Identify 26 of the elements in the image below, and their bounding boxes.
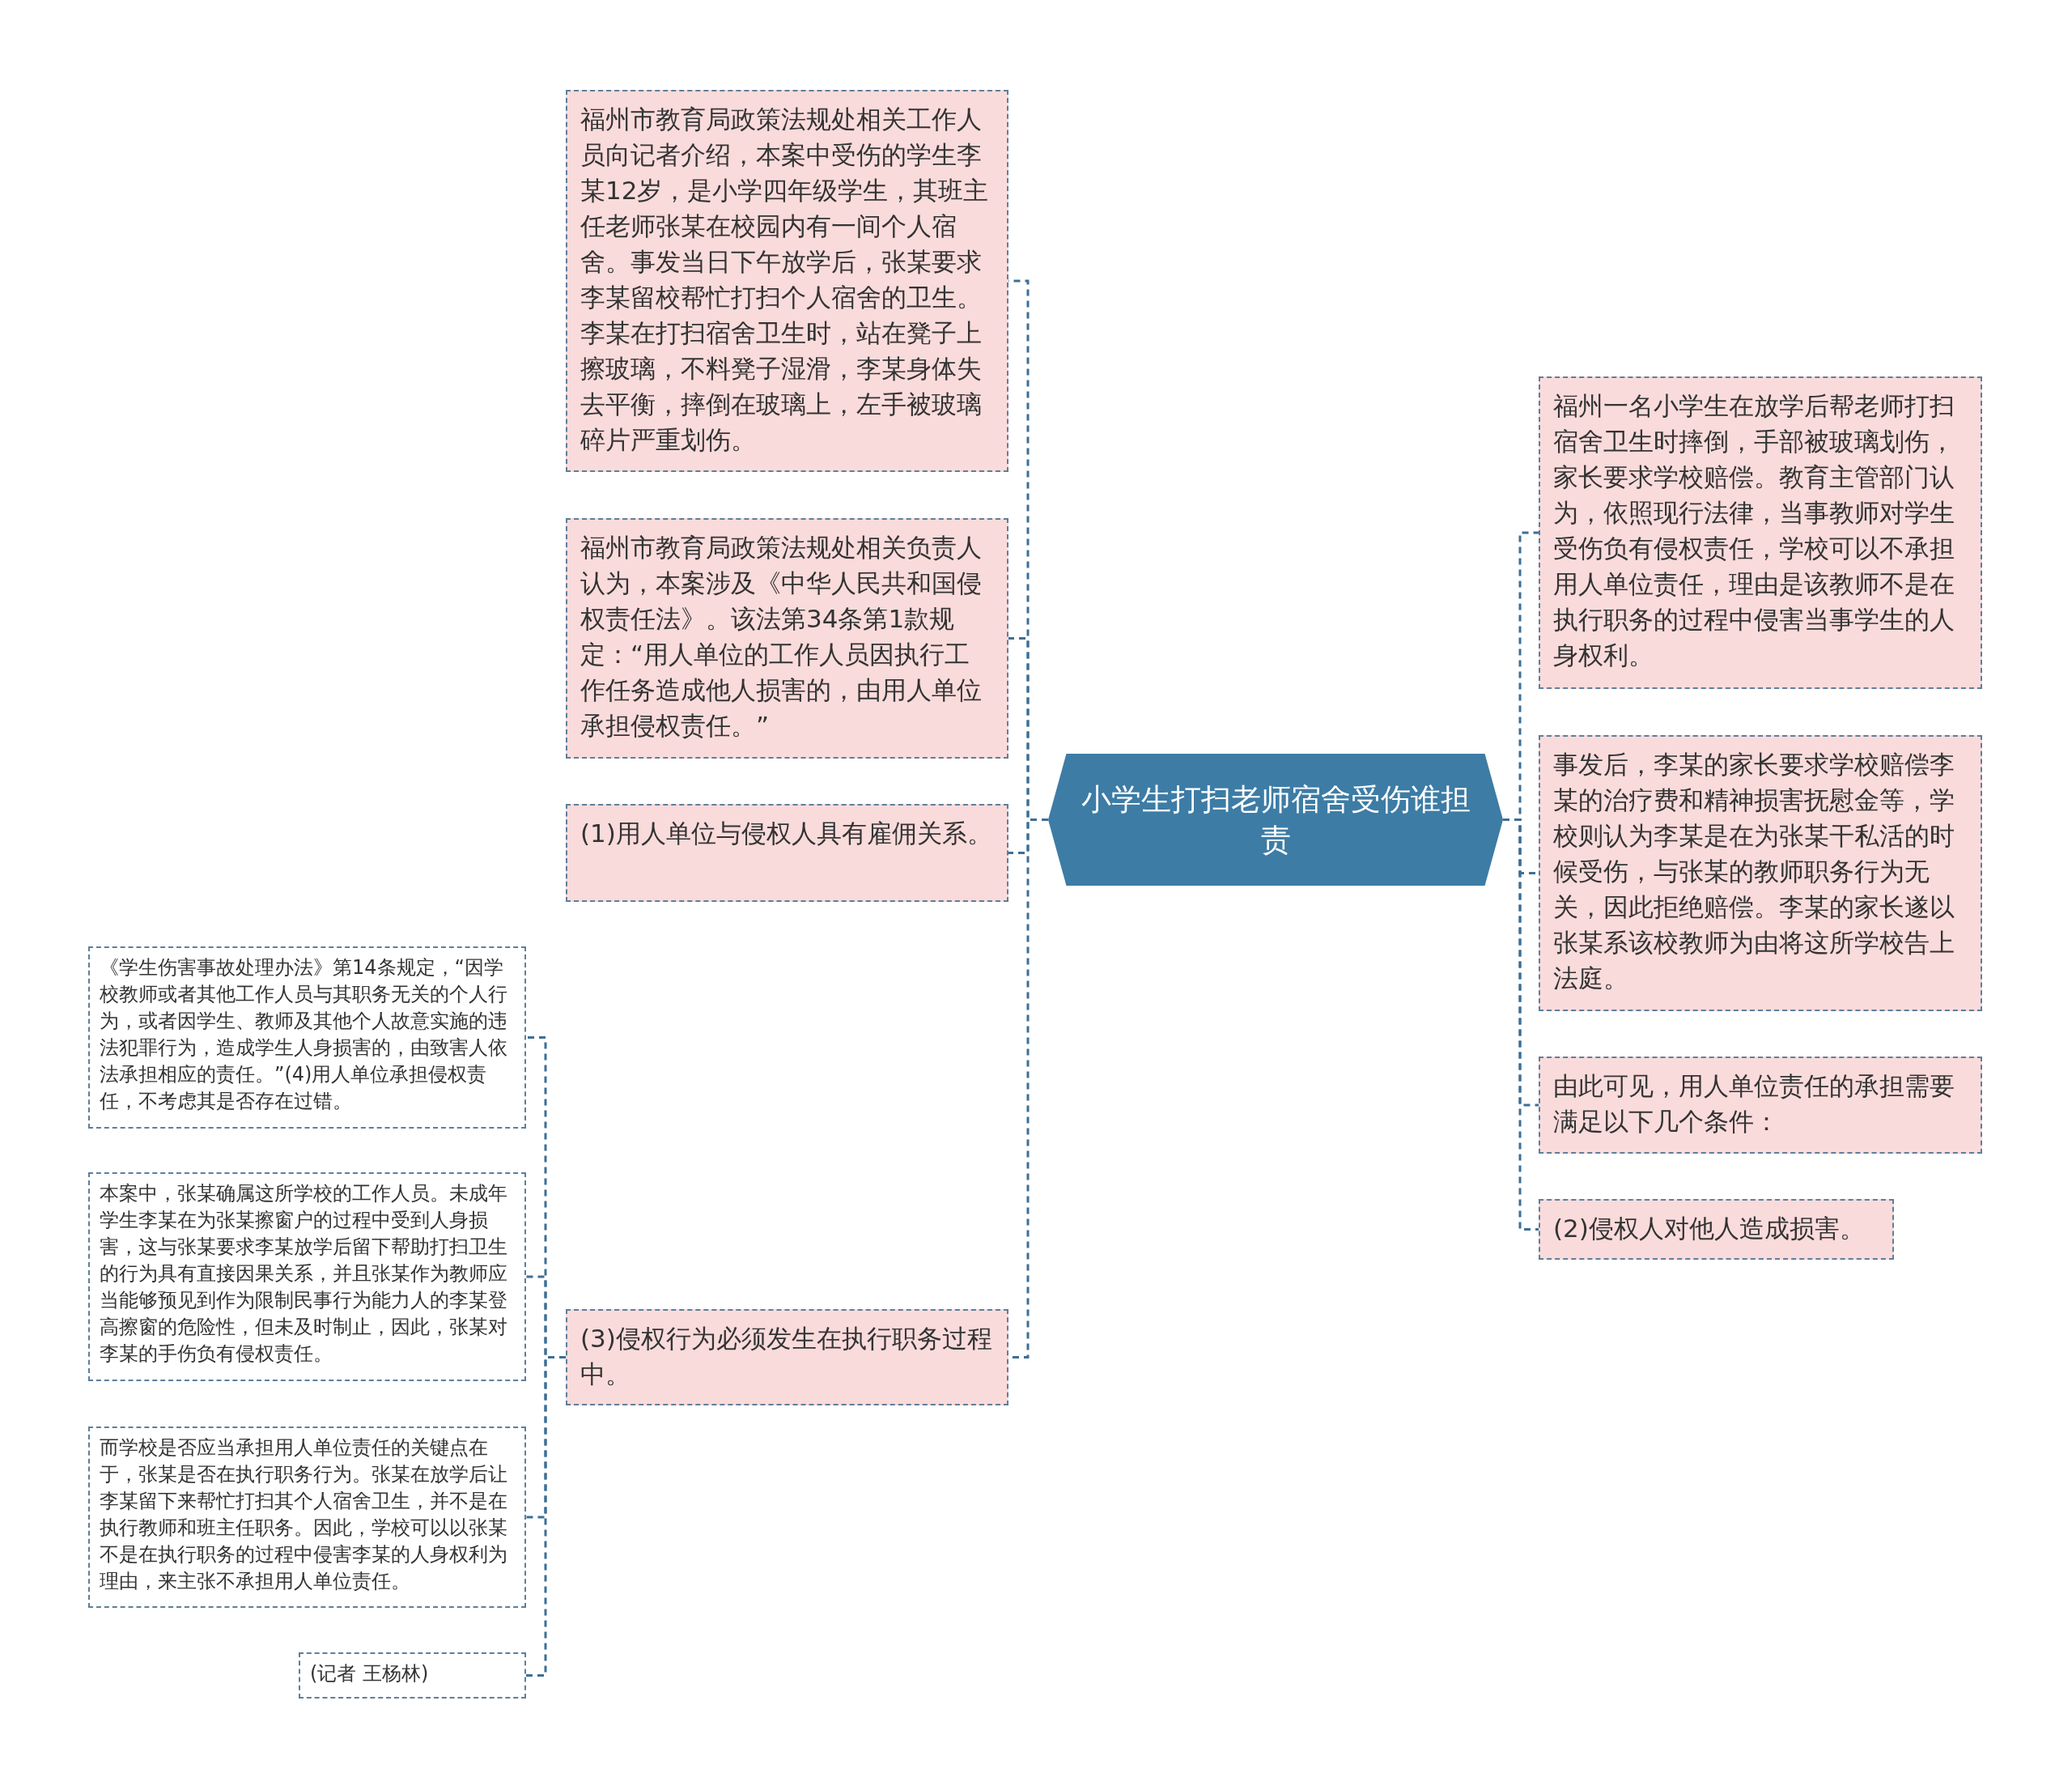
note-text: (3)侵权行为必须发生在执行职务过程中。: [580, 1323, 993, 1390]
note-text: 由此可见，用人单位责任的承担需要满足以下几个条件：: [1553, 1070, 1955, 1137]
note-box: [1539, 376, 1982, 689]
note-box: [1539, 735, 1982, 1011]
note-box: [88, 1172, 526, 1381]
note-box: [1539, 1199, 1894, 1260]
topic-text: 小学生打扫老师宿舍受伤谁担责: [1080, 780, 1471, 859]
note-box: [566, 518, 1008, 759]
topic-hexagon: [1048, 754, 1503, 886]
note-box: [566, 804, 1008, 902]
connector: [526, 1356, 566, 1677]
note-text: (2)侵权人对他人造成损害。: [1553, 1213, 1866, 1244]
note-box: [88, 946, 526, 1129]
note-text: 福州市教育局政策法规处相关工作人员向记者介绍，本案中受伤的学生李某12岁，是小学四年级学生，其班主任老师张某在校园内有一间个人宿舍。事发当日下午放学后，张某要求李某留校帮忙打扫个人宿舍的卫生。李某在打扫宿舍卫生时，站在凳子上擦玻璃，不料凳子湿滑，李某身体失去平衡，摔倒在玻璃上，左手被玻璃碎片严重划伤。: [580, 104, 990, 456]
note-box: [88, 1426, 526, 1608]
note-text: 福州市教育局政策法规处相关负责人认为，本案涉及《中华人民共和国侵权责任法》。该法第34条第1款规定：“用人单位的工作人员因执行工作任务造成他人损害的，由用人单位承担侵权责任。”: [580, 532, 983, 742]
note-text: 而学校是否应当承担用人单位责任的关键点在于，张某是否在执行职务行为。张某在放学后让李某留下来帮忙打扫其个人宿舍卫生，并不是在执行教师和班主任职务。因此，学校可以以张某不是在执行职务的过程中侵害李某的人身权利为理由，来主张不承担用人单位责任。: [100, 1435, 508, 1594]
note-box: [1539, 1057, 1982, 1154]
note-text: (记者 王杨林): [310, 1661, 430, 1686]
note-box: [566, 1309, 1008, 1405]
note-text: 《学生伤害事故处理办法》第14条规定，“因学校教师或者其他工作人员与其职务无关的个人行为，或者因学生、教师及其他个人故意实施的违法犯罪行为，造成学生人身损害的，由致害人依法承担相应的责任。”(4)用人单位承担侵权责任，不考虑其是否存在过错。: [100, 955, 508, 1114]
note-text: (1)用人单位与侵权人具有雇佣关系。: [580, 818, 993, 849]
note-text: 本案中，张某确属这所学校的工作人员。未成年学生李某在为张某擦窗户的过程中受到人身损害，这与张某要求李某放学后留下帮助打扫卫生的行为具有直接因果关系，并且张某作为教师应当能够预见到作为限制民事行为能力人的李某登高擦窗的危险性，但未及时制止，因此，张某对李某的手伤负有侵权责任。: [100, 1181, 508, 1367]
note-box: [299, 1652, 526, 1699]
note-text: 事发后，李某的家长要求学校赔偿李某的治疗费和精神损害抚慰金等，学校则认为李某是在为张某干私活的时候受伤，与张某的教师职务行为无关，因此拒绝赔偿。李某的家长遂以张某系该校教师为由将这所学校告上法庭。: [1553, 749, 1955, 994]
note-text: 福州一名小学生在放学后帮老师打扫宿舍卫生时摔倒，手部被玻璃划伤，家长要求学校赔偿。教育主管部门认为，依照现行法律，当事教师对学生受伤负有侵权责任，学校可以不承担用人单位责任，理由是该教师不是在执行职务的过程中侵害当事学生的人身权利。: [1553, 390, 1955, 671]
